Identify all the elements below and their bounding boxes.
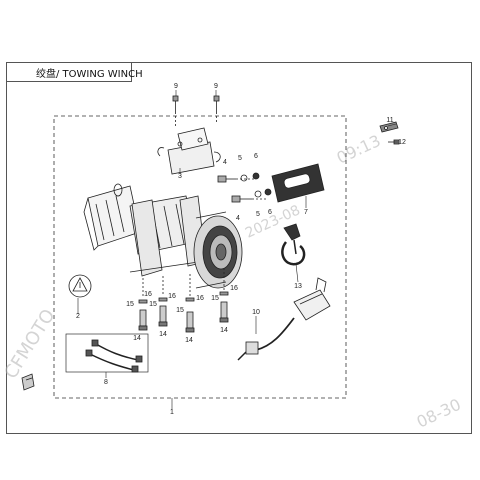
- washer-5-lower: [254, 190, 262, 198]
- bolt-set-a: [138, 278, 148, 331]
- callout-14-b: 14: [159, 331, 167, 338]
- winch-gearbox: [193, 211, 243, 289]
- title-box: [6, 62, 132, 82]
- remote-control-switch: [237, 277, 331, 361]
- callout-12: 12: [398, 139, 406, 146]
- diagram-title: 绞盘/ TOWING WINCH: [36, 69, 143, 80]
- diagram-frame: [6, 62, 472, 434]
- winch-hook: [281, 223, 306, 266]
- watermark-left: CFMOTO: [0, 306, 59, 383]
- callout-4-upper: 4: [223, 159, 227, 166]
- watermark-top-right: 09:13: [334, 131, 384, 168]
- bolt-set-b: [158, 276, 168, 327]
- leader-lines: [77, 90, 398, 410]
- callout-1: 1: [170, 409, 174, 416]
- callout-16-d: 16: [230, 285, 238, 292]
- nut-6-lower: [264, 188, 272, 196]
- hawse-fairlead: [271, 163, 325, 203]
- watermark-bottom-right: 08-30: [414, 395, 464, 432]
- callout-15-d: 15: [211, 295, 219, 302]
- bolt-9-right: [213, 95, 220, 124]
- contactor-relay: [157, 127, 221, 175]
- callout-13: 13: [294, 283, 302, 290]
- callout-6-upper: 6: [254, 153, 258, 160]
- washer-5-upper: [240, 174, 248, 182]
- callout-10: 10: [252, 309, 260, 316]
- callout-5-upper: 5: [238, 155, 242, 162]
- callout-2: 2: [76, 313, 80, 320]
- callout-16-b: 16: [168, 293, 176, 300]
- callout-14-d: 14: [220, 327, 228, 334]
- callout-14-c: 14: [185, 337, 193, 344]
- callout-5-lower: 5: [256, 211, 260, 218]
- small-bracket-bottom-left: [21, 373, 35, 391]
- callout-9-right: 9: [214, 83, 218, 90]
- left-support-plate: [131, 199, 163, 277]
- winch-motor: [83, 183, 141, 251]
- nut-6-upper: [252, 172, 260, 180]
- callout-11: 11: [386, 117, 393, 124]
- bolt-9-left: [172, 95, 179, 128]
- callout-15-c: 15: [176, 307, 184, 314]
- callout-7: 7: [304, 209, 308, 216]
- callout-16-a: 16: [144, 291, 152, 298]
- bolt-set-c: [185, 274, 195, 333]
- callout-15-a: 15: [126, 301, 134, 308]
- callout-15-b: 15: [149, 301, 157, 308]
- callout-3: 3: [178, 173, 182, 180]
- callout-4-lower: 4: [236, 215, 240, 222]
- bolt-set-d: [219, 268, 229, 323]
- callout-9-left: 9: [174, 83, 178, 90]
- fairlead-bolt-upper: [217, 175, 256, 183]
- callout-16-c: 16: [196, 295, 204, 302]
- callout-6-lower: 6: [268, 209, 272, 216]
- callout-14-a: 14: [133, 335, 141, 342]
- callout-8: 8: [104, 379, 108, 386]
- fairlead-bolt-lower: [231, 195, 266, 203]
- warning-label: [68, 274, 92, 298]
- battery-cables: [65, 333, 149, 373]
